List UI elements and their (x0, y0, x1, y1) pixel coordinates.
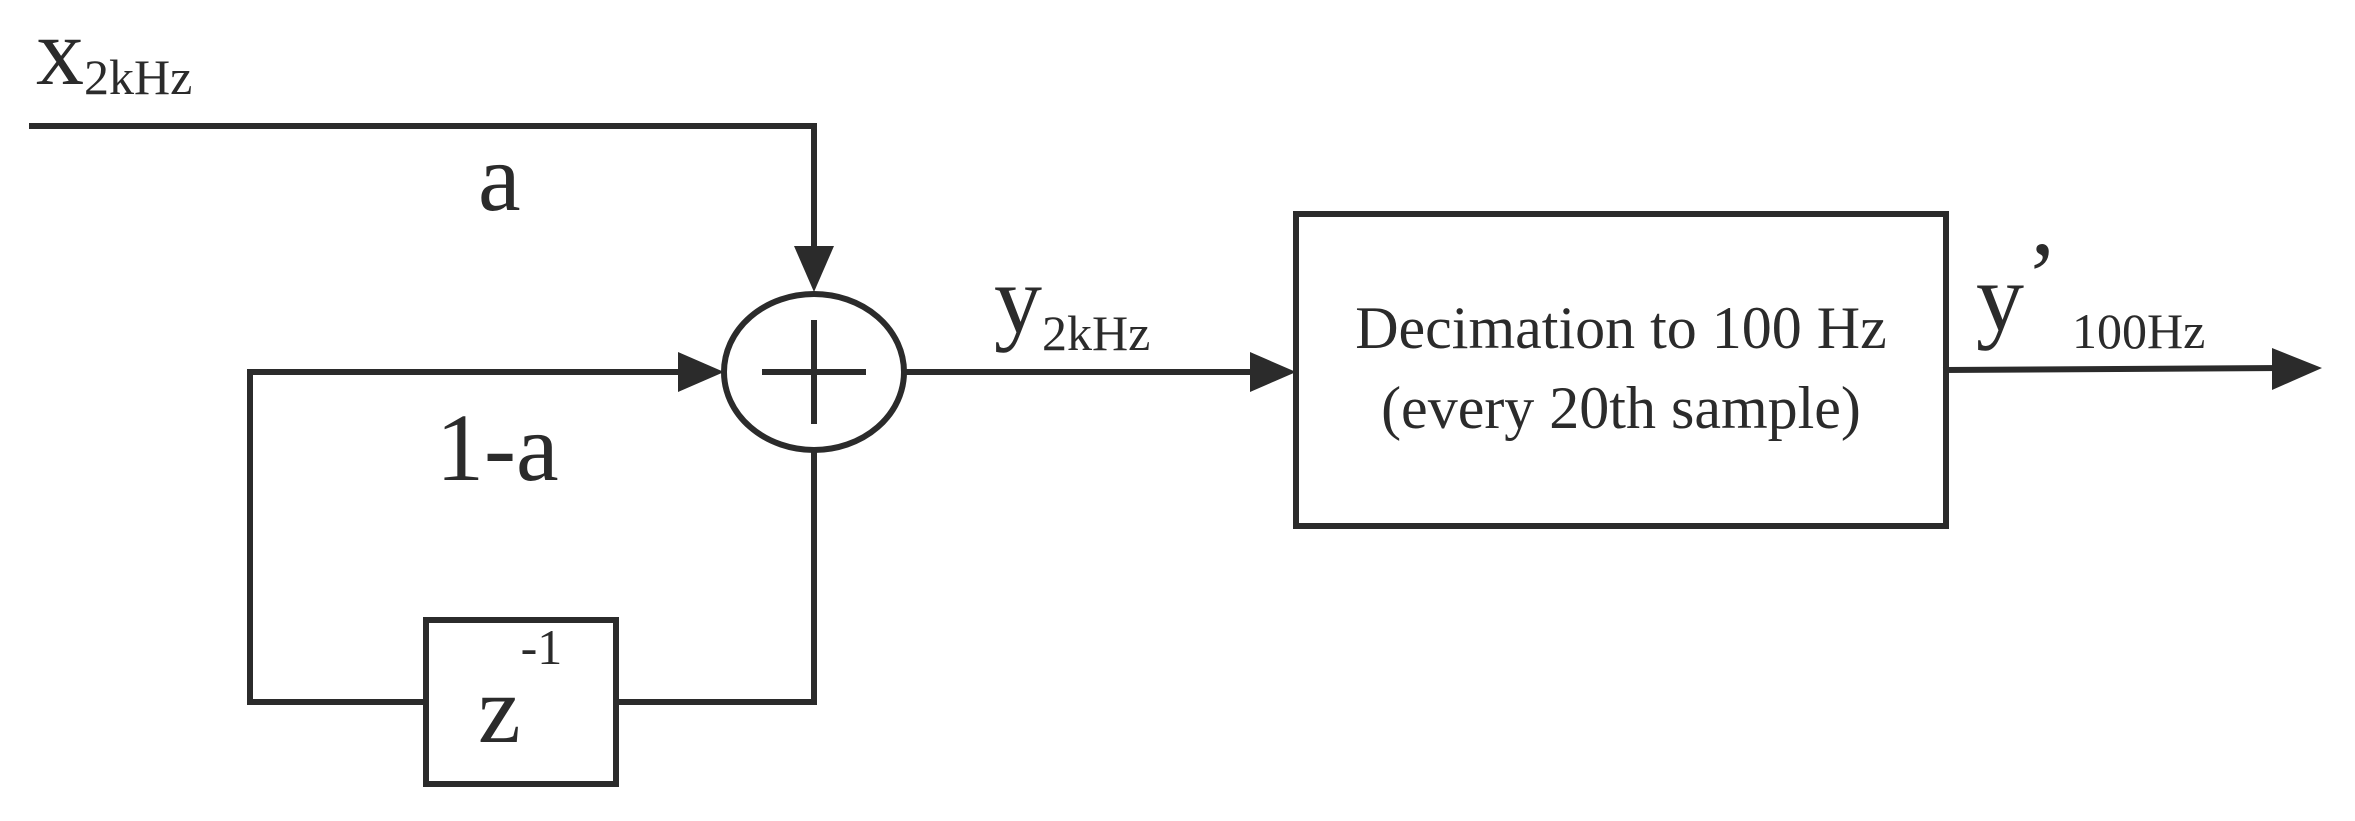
delay-box (423, 617, 619, 787)
output-path (1942, 348, 2322, 390)
input-arrow-icon (794, 246, 834, 292)
output-signal-label: y’100Hz (1976, 222, 2205, 359)
decimation-box (1293, 211, 1949, 529)
delay-label: z-1 (478, 619, 562, 763)
feedback-path (247, 352, 817, 705)
decimation-line-1: Decimation to 100 Hz (1355, 295, 1887, 361)
intermediate-signal-label: y2kHz (994, 246, 1150, 361)
decimation-line-2: (every 20th sample) (1381, 375, 1861, 441)
intermediate-arrow-icon (1250, 352, 1296, 392)
decimation-block: Decimation to 100 Hz (every 20th sample) (1293, 211, 1949, 529)
input-gain-label: a (478, 124, 521, 231)
output-wire (1942, 364, 2284, 374)
output-arrow-icon (2272, 348, 2322, 390)
input-path (29, 123, 834, 292)
intermediate-path (901, 352, 1296, 392)
feedback-arrow-icon (678, 352, 724, 392)
input-signal-label: x2kHz (36, 0, 192, 105)
summing-junction (721, 291, 907, 453)
delay-block: z-1 (423, 617, 619, 787)
feedback-gain-label: 1-a (436, 394, 559, 501)
